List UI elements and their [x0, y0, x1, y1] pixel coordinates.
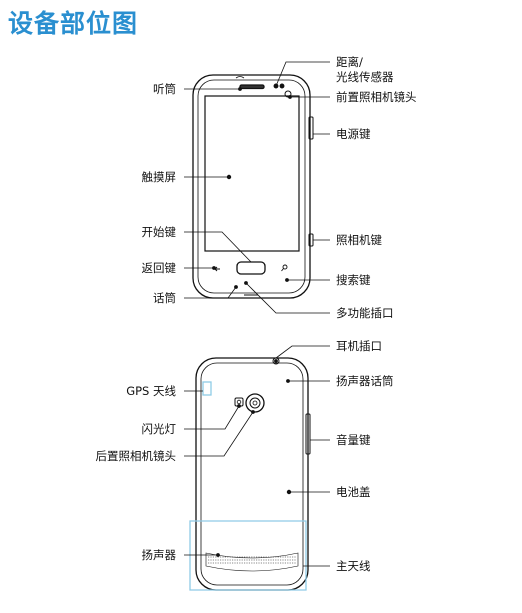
volume-key-shape: [305, 413, 311, 455]
front-screen: [204, 95, 300, 252]
front-phone: [192, 74, 314, 299]
page-title: 设备部位图: [8, 9, 139, 38]
main-antenna-area: [189, 520, 307, 591]
label-camera-key: 照相机键: [336, 233, 382, 247]
speaker-grille: [205, 552, 299, 572]
label-microphone: 话筒: [153, 291, 176, 305]
label-volume-key: 音量键: [336, 433, 371, 447]
label-headset-jack: 耳机插口: [336, 339, 382, 353]
power-key-shape: [308, 116, 314, 140]
label-back-key: 返回键: [141, 261, 177, 275]
label-speaker-mic: 扬声器话筒: [336, 374, 394, 388]
gps-antenna-area: [202, 381, 212, 396]
label-main-antenna: 主天线: [336, 559, 371, 573]
label-earpiece: 听筒: [153, 82, 176, 96]
earpiece-slot: [239, 84, 265, 90]
label-proximity-sensor-2: 光线传感器: [336, 70, 394, 84]
label-search-key: 搜索键: [336, 273, 371, 287]
label-battery-cover: 电池盖: [336, 485, 371, 499]
label-multipurpose-jack: 多功能插口: [336, 306, 394, 320]
front-phone-body: [192, 74, 311, 299]
label-gps-antenna: GPS 天线: [126, 384, 176, 398]
label-proximity-sensor-1: 距离/: [336, 55, 363, 69]
label-home-key: 开始键: [141, 225, 177, 239]
front-camera-lens: [284, 90, 292, 98]
label-power-key: 电源键: [336, 127, 371, 141]
label-rear-camera: 后置照相机镜头: [95, 449, 177, 463]
rear-camera-outer: [245, 393, 265, 413]
home-key: [236, 261, 266, 275]
label-touch-screen: 触摸屏: [141, 170, 177, 184]
label-flash: 闪光灯: [141, 422, 177, 436]
label-front-camera: 前置照相机镜头: [336, 90, 417, 104]
label-speaker: 扬声器: [141, 548, 177, 562]
